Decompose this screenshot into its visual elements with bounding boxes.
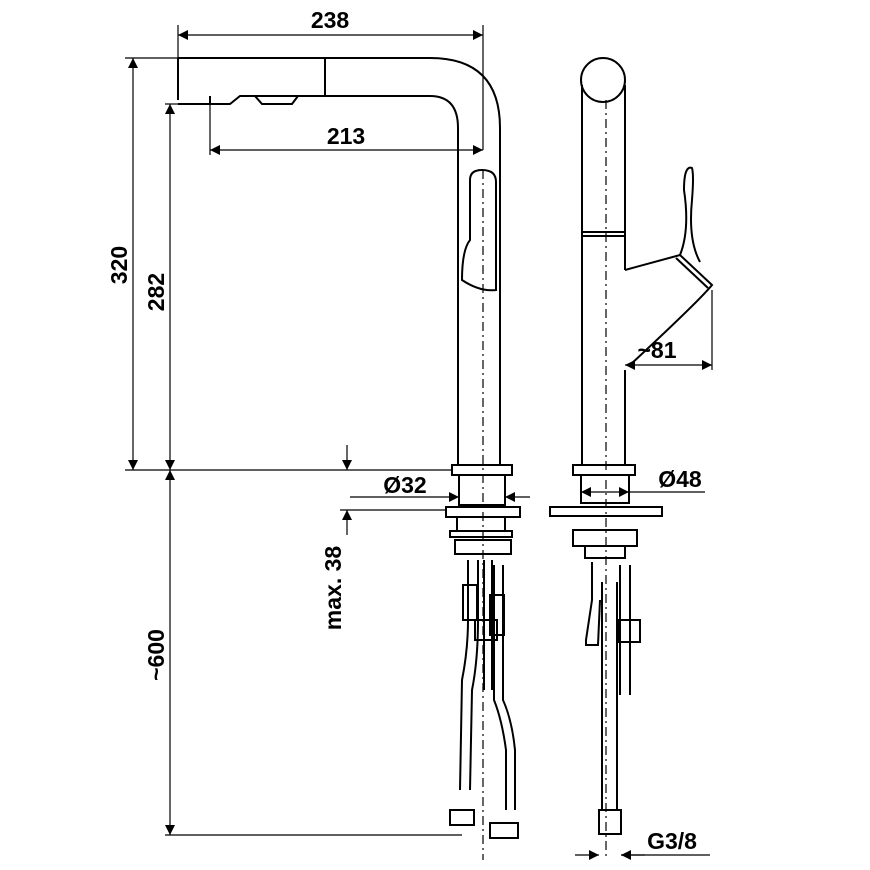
fitting — [462, 584, 478, 621]
flange-side — [572, 464, 636, 476]
deck-plate-side — [549, 506, 663, 517]
handle-front — [460, 168, 497, 292]
handle-ring — [675, 257, 709, 289]
hose-nut-side — [598, 809, 622, 835]
dim-600: ~600 — [143, 629, 169, 681]
dim-213: 213 — [327, 123, 365, 149]
dim-g38: G3/8 — [647, 828, 697, 854]
hose-nut — [449, 809, 475, 826]
hoses-side — [585, 562, 631, 810]
dimension-lines — [125, 25, 713, 860]
hoses-front — [459, 560, 516, 810]
handle-side — [624, 166, 714, 366]
fixing-side — [572, 529, 638, 547]
side-view — [549, 57, 714, 860]
base-body-side — [580, 474, 630, 504]
dim-d48: Ø48 — [658, 466, 702, 492]
dim-81: ~81 — [637, 337, 676, 363]
nut-side — [584, 545, 626, 559]
spray-lever — [252, 95, 300, 105]
washer — [449, 530, 513, 538]
dim-238: 238 — [311, 7, 350, 33]
valve — [617, 619, 641, 643]
dim-max-38: max. 38 — [320, 546, 346, 631]
base-body — [458, 474, 506, 506]
dim-d32: Ø32 — [383, 472, 426, 498]
spout-head — [580, 57, 626, 103]
column-side — [581, 85, 626, 465]
dim-282: 282 — [143, 273, 169, 311]
fitting — [489, 594, 505, 636]
nut — [456, 516, 506, 532]
hose-nut — [489, 822, 519, 839]
spout — [177, 57, 501, 465]
front-view — [177, 57, 521, 860]
fitting — [474, 619, 498, 641]
dim-320: 320 — [106, 246, 132, 284]
flange — [451, 464, 513, 476]
